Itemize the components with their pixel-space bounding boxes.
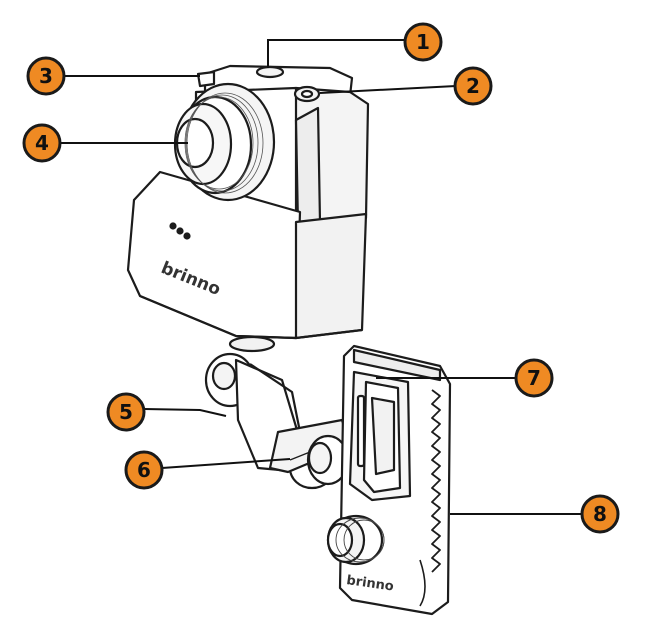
- callout-3: 3: [26, 56, 66, 96]
- callout-3-label: 3: [39, 64, 53, 88]
- callout-4: 4: [22, 123, 62, 163]
- leader-1: [267, 39, 406, 68]
- callout-2: 2: [453, 66, 493, 106]
- leader-6: [161, 458, 291, 469]
- callout-1-label: 1: [416, 30, 430, 54]
- leader-5: [143, 408, 227, 417]
- wall-clamp: [326, 344, 452, 616]
- callout-7: 7: [514, 358, 554, 398]
- callout-2-label: 2: [466, 74, 480, 98]
- callout-8: 8: [580, 494, 620, 534]
- leader-lines: [60, 39, 582, 515]
- clamp-logo: brinno: [345, 573, 394, 594]
- callout-6-label: 6: [137, 458, 151, 482]
- callouts: 1 2 3 4 5 6 7 8: [22, 22, 620, 534]
- callout-7-label: 7: [527, 366, 541, 390]
- callout-1: 1: [403, 22, 443, 62]
- callout-4-label: 4: [35, 131, 49, 155]
- camera-body: [126, 64, 370, 340]
- leader-2: [319, 85, 457, 94]
- callout-5: 5: [106, 392, 146, 432]
- callout-8-label: 8: [593, 502, 607, 526]
- callout-5-label: 5: [119, 400, 133, 424]
- callout-6: 6: [124, 450, 164, 490]
- lens: [173, 82, 276, 202]
